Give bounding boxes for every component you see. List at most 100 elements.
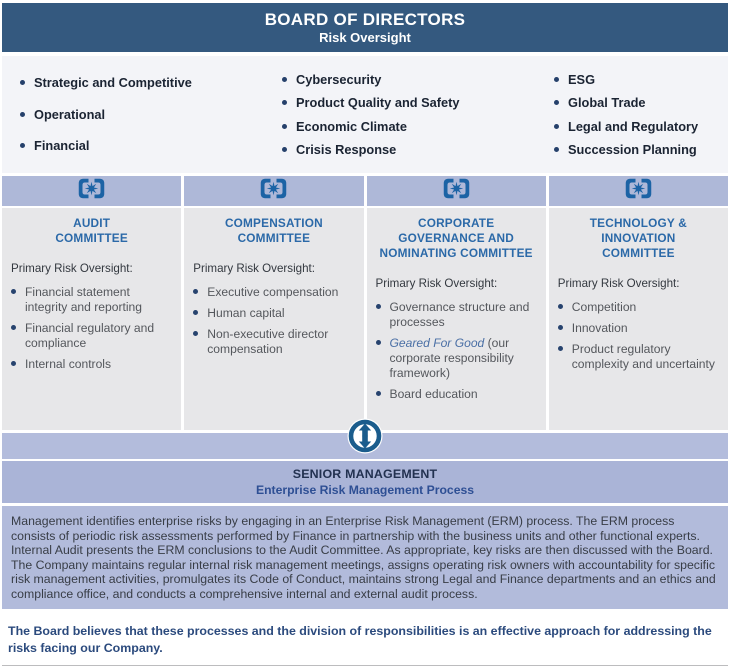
- risk-label: Legal and Regulatory: [568, 118, 699, 134]
- list-item: Human capital: [193, 306, 354, 321]
- committee-icon-band: [2, 176, 182, 206]
- oversight-item: Board education: [389, 387, 478, 402]
- committee-title: TECHNOLOGY & INNOVATION COMMITTEE: [589, 216, 687, 261]
- bullet-icon: [557, 346, 563, 352]
- bullet-icon: [282, 76, 287, 82]
- bullet-icon: [375, 391, 381, 397]
- bullet-icon: [375, 340, 381, 346]
- committee-panel: TECHNOLOGY & INNOVATION COMMITTEE Primar…: [548, 208, 728, 430]
- oversight-item: Competition: [571, 300, 637, 315]
- bullet-icon: [375, 304, 381, 310]
- board-risk-list-section: Strategic and Competitive Operational Fi…: [2, 56, 728, 173]
- oversight-label: Primary Risk Oversight:: [11, 262, 133, 276]
- list-item: Competition: [557, 300, 719, 315]
- committee-title: CORPORATE GOVERNANCE AND NOMINATING COMM…: [379, 216, 533, 261]
- list-item: Succession Planning: [554, 142, 728, 157]
- list-item: Geared For Good (our corporate responsib…: [375, 336, 537, 381]
- list-item: Strategic and Competitive: [20, 75, 282, 90]
- erm-process-subtitle: Enterprise Risk Management Process: [255, 483, 475, 497]
- polaris-star-icon: [78, 178, 105, 204]
- erm-description-paragraph: Management identifies enterprise risks b…: [2, 506, 728, 609]
- page-subtitle: Risk Oversight: [319, 30, 411, 46]
- oversight-item: Financial regulatory and compliance: [25, 321, 155, 351]
- list-item: Board education: [375, 387, 537, 402]
- list-item: Internal controls: [11, 357, 172, 372]
- risk-label: Financial: [34, 138, 90, 154]
- oversight-item-rest: (our corporate responsibility framework): [389, 336, 514, 381]
- list-item: Executive compensation: [193, 285, 354, 300]
- committee-audit: AUDIT COMMITTEE Primary Risk Oversight: …: [2, 176, 182, 430]
- board-risk-column-2: Cybersecurity Product Quality and Safety…: [282, 68, 554, 161]
- list-item: Legal and Regulatory: [554, 119, 728, 134]
- board-of-directors-header: BOARD OF DIRECTORS Risk Oversight: [2, 3, 728, 52]
- committee-panel: CORPORATE GOVERNANCE AND NOMINATING COMM…: [366, 208, 546, 430]
- list-item: Global Trade: [554, 95, 728, 110]
- geared-for-good-text: Geared For Good: [389, 336, 485, 351]
- list-item: Product Quality and Safety: [282, 95, 554, 110]
- oversight-item: Product regulatory complexity and uncert…: [571, 342, 715, 372]
- bullet-icon: [554, 100, 559, 106]
- bullet-icon: [193, 310, 199, 316]
- list-item: Cybersecurity: [282, 72, 554, 87]
- oversight-item: Executive compensation: [207, 285, 339, 300]
- senior-management-title: SENIOR MANAGEMENT: [292, 467, 438, 481]
- polaris-star-icon: [625, 178, 652, 204]
- risk-label: Economic Climate: [296, 118, 407, 134]
- risk-label: Operational: [34, 106, 106, 122]
- list-item: Product regulatory complexity and uncert…: [557, 342, 719, 372]
- bullet-icon: [20, 111, 25, 117]
- bullet-icon: [11, 289, 16, 295]
- committee-icon-band: [184, 176, 364, 206]
- committee-icon-band: [548, 176, 728, 206]
- bidirectional-arrow-icon: [347, 418, 383, 454]
- list-item: Financial regulatory and compliance: [11, 321, 172, 351]
- flow-connector-band: [2, 418, 728, 459]
- risk-label: Global Trade: [568, 95, 646, 111]
- oversight-item: Geared For Good (our corporate responsib…: [390, 336, 537, 381]
- list-item: ESG: [554, 72, 728, 87]
- committee-compensation: COMPENSATION COMMITTEE Primary Risk Over…: [184, 176, 364, 430]
- bullet-icon: [557, 304, 563, 310]
- oversight-label: Primary Risk Oversight:: [375, 277, 498, 291]
- closing-statement: The Board believes that these processes …: [8, 624, 712, 655]
- risk-label: Product Quality and Safety: [296, 95, 460, 111]
- committee-title: COMPENSATION COMMITTEE: [224, 216, 323, 246]
- committee-title: AUDIT COMMITTEE: [55, 216, 128, 246]
- risk-label: Strategic and Competitive: [34, 75, 192, 91]
- bullet-icon: [282, 100, 287, 106]
- oversight-item: Internal controls: [25, 357, 112, 372]
- bullet-icon: [554, 123, 559, 129]
- list-item: Financial statement integrity and report…: [11, 285, 172, 315]
- bullet-icon: [11, 325, 16, 331]
- bullet-icon: [20, 143, 25, 149]
- bullet-icon: [282, 123, 287, 129]
- list-item: Governance structure and processes: [375, 300, 537, 330]
- board-risk-column-3: ESG Global Trade Legal and Regulatory Su…: [554, 68, 728, 161]
- list-item: Economic Climate: [282, 119, 554, 134]
- polaris-star-icon: [443, 178, 470, 204]
- list-item: Non-executive director compensation: [193, 327, 354, 357]
- oversight-item: Innovation: [571, 321, 628, 336]
- bullet-icon: [11, 361, 16, 367]
- risk-label: ESG: [568, 71, 596, 87]
- page-title: BOARD OF DIRECTORS: [264, 9, 466, 29]
- bullet-icon: [20, 80, 25, 86]
- oversight-item: Financial statement integrity and report…: [25, 285, 142, 315]
- oversight-label: Primary Risk Oversight:: [193, 262, 316, 276]
- risk-label: Crisis Response: [296, 141, 397, 157]
- committee-panel: COMPENSATION COMMITTEE Primary Risk Over…: [184, 208, 364, 430]
- bullet-icon: [557, 325, 563, 331]
- list-item: Financial: [20, 138, 282, 153]
- committee-icon-band: [366, 176, 546, 206]
- board-risk-column-1: Strategic and Competitive Operational Fi…: [20, 67, 282, 161]
- list-item: Innovation: [557, 321, 719, 336]
- risk-label: Cybersecurity: [296, 71, 382, 87]
- list-item: Operational: [20, 107, 282, 122]
- committee-governance: CORPORATE GOVERNANCE AND NOMINATING COMM…: [366, 176, 546, 430]
- risk-label: Succession Planning: [568, 141, 697, 157]
- oversight-item: Governance structure and processes: [389, 300, 530, 330]
- bullet-icon: [554, 76, 559, 82]
- polaris-star-icon: [260, 178, 287, 204]
- bullet-icon: [193, 289, 199, 295]
